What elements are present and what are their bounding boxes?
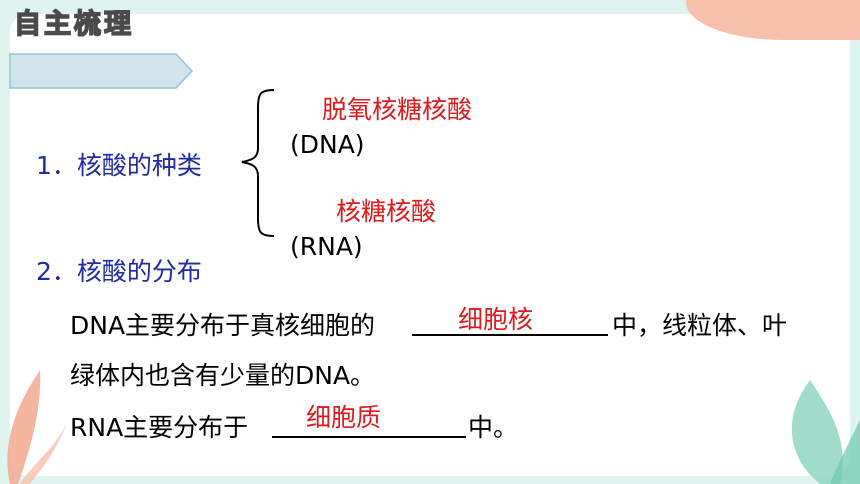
section-tag: 自主梳理	[13, 8, 134, 41]
dna-abbr: (DNA)	[290, 130, 365, 159]
rna-answer: 细胞质	[306, 403, 382, 432]
item1-label: 1．核酸的种类	[36, 151, 202, 180]
rna-sentence-end: 中。	[468, 413, 519, 442]
rna-abbr: (RNA)	[290, 232, 363, 261]
leaf-decoration-left	[7, 370, 68, 484]
rna-sentence-start: RNA主要分布于	[70, 413, 249, 442]
item2-label: 2．核酸的分布	[36, 257, 202, 286]
dna-name: 脱氧核糖核酸	[322, 95, 473, 124]
section-tag-shape	[9, 53, 194, 89]
slide-card	[10, 14, 850, 476]
curly-brace	[241, 89, 275, 237]
dna-blank-line	[412, 334, 608, 336]
dna-answer: 细胞核	[458, 305, 534, 334]
rna-name: 核糖核酸	[336, 197, 437, 226]
dna-sentence-line2: 绿体内也含有少量的DNA。	[70, 361, 376, 390]
leaf-decoration-right	[791, 380, 860, 484]
dna-sentence-start: DNA主要分布于真核细胞的	[70, 311, 376, 340]
dna-sentence-end: 中，线粒体、叶	[612, 311, 788, 340]
rna-blank-line	[272, 436, 466, 438]
